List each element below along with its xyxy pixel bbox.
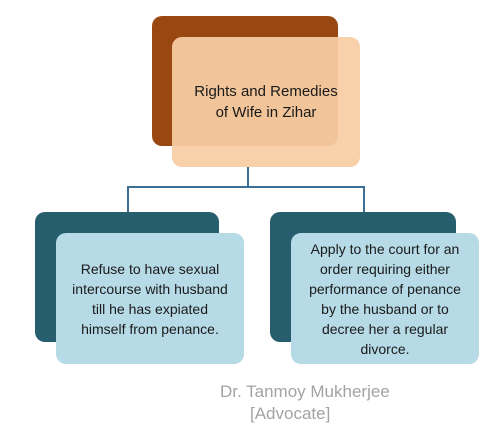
root-node: Rights and Remedies of Wife in Zihar — [172, 37, 360, 167]
author-credit: Dr. Tanmoy Mukherjee [Advocate] — [220, 381, 440, 425]
author-name: Dr. Tanmoy Mukherjee — [220, 382, 390, 401]
right-child-node-label: Apply to the court for an order requirin… — [309, 240, 461, 357]
root-node-label: Rights and Remedies of Wife in Zihar — [194, 83, 338, 121]
author-title: [Advocate] — [250, 404, 331, 423]
right-child-node: Apply to the court for an order requirin… — [291, 233, 479, 364]
left-child-node: Refuse to have sexual intercourse with h… — [56, 233, 244, 364]
left-child-node-label: Refuse to have sexual intercourse with h… — [72, 260, 228, 337]
